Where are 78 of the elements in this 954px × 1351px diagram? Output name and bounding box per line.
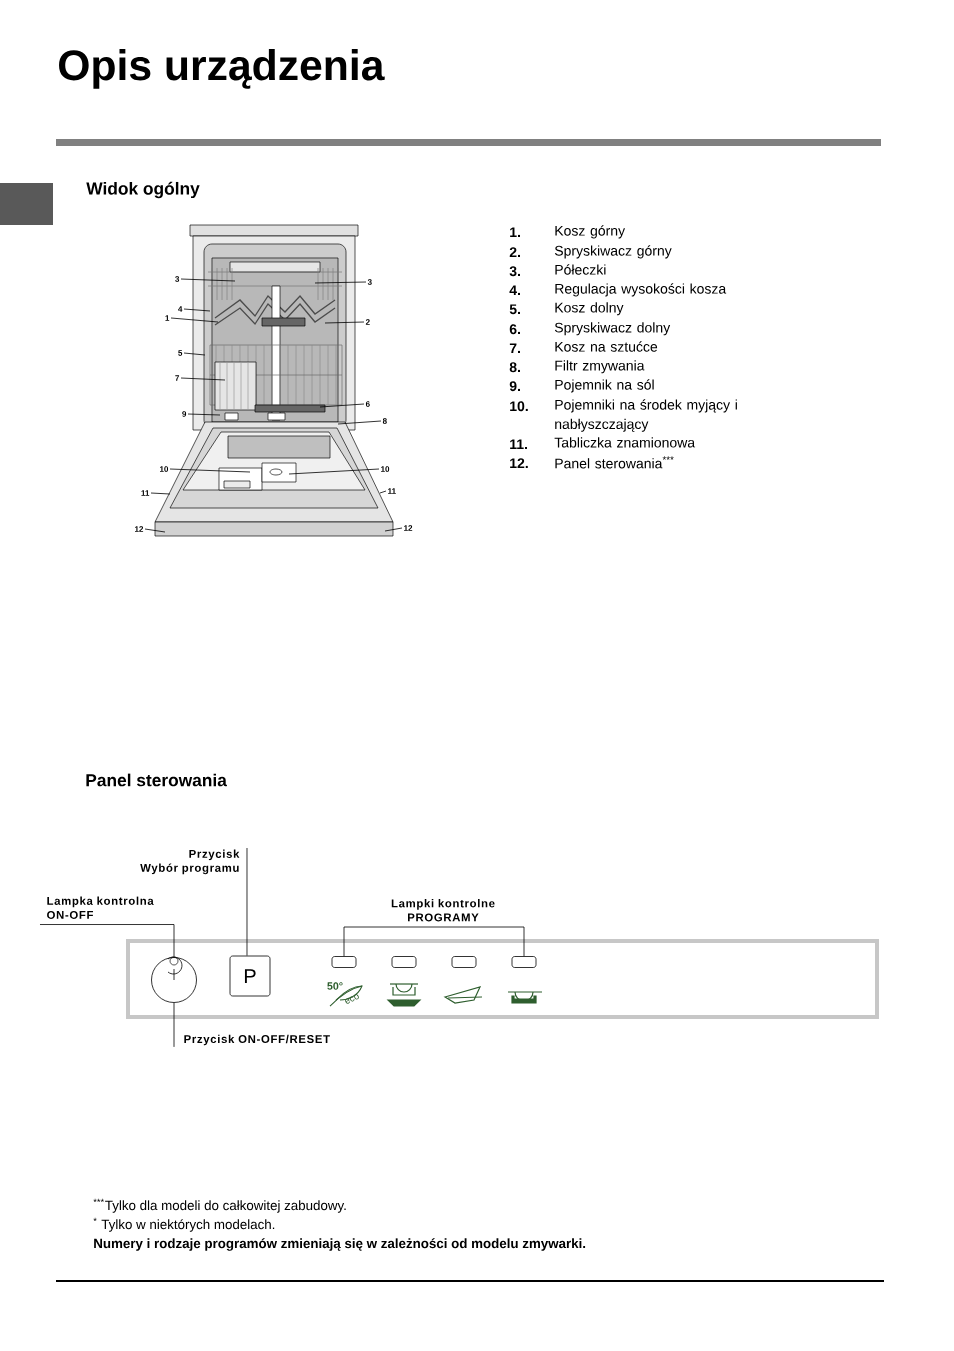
list-item-text: Pojemnik na sól: [555, 379, 654, 393]
leader-line: [173, 1002, 175, 1048]
list-item-text: Panel sterowania$^{***}$: [555, 456, 674, 469]
list-item-text: Tabliczka znamionowa: [554, 437, 696, 448]
callout-number: 9: [182, 411, 187, 417]
list-item-text: Spryskiwacz górny: [554, 245, 672, 259]
list-number: 2.: [509, 247, 520, 257]
list-item-text: Regulacja wysokości kosza: [555, 283, 727, 297]
footnote: $^{***}$Tylko dla modeli do całkowitej zabudowy.: [93, 1198, 346, 1213]
list-number: 12.: [510, 458, 528, 468]
list-item-text: Spryskiwacz dolny: [554, 322, 671, 336]
callout-number: 3: [367, 279, 372, 285]
footnote: $^{*}$ Tylko w niektórych modelach.: [93, 1217, 275, 1232]
leader-line: [39, 924, 175, 958]
leader-line: [180, 377, 226, 381]
leader-line: [343, 926, 444, 957]
panel-label: Lampka kontrolna ON-OFF: [47, 896, 154, 919]
callout-number: 10: [381, 466, 390, 472]
list-number: 4.: [509, 285, 520, 295]
callout-number: 5: [178, 350, 183, 356]
panel-label: Przycisk ON-OFF/RESET: [184, 1034, 330, 1046]
list-item-text: Kosz górny: [555, 225, 626, 239]
callout-number: 1: [165, 315, 170, 321]
leader-line: [187, 413, 221, 416]
leader-line: [150, 492, 171, 495]
list-number: 7.: [509, 343, 520, 353]
list-number: 9.: [509, 381, 520, 392]
indicator-lamp: [169, 956, 179, 966]
list-item-text: Kosz dolny: [555, 302, 624, 316]
callout-number: 10: [160, 466, 169, 472]
leader-line: [246, 847, 248, 956]
leader-line: [183, 352, 206, 356]
leader-line: [319, 403, 365, 408]
list-number: 1.: [510, 227, 520, 237]
program-button: P: [229, 955, 271, 997]
callout-number: 2: [365, 319, 370, 325]
leader-line: [324, 321, 365, 324]
list-number: 11.: [510, 439, 527, 449]
program-lamp: [511, 956, 537, 968]
callout-number: 12: [135, 526, 144, 532]
panel-label: Przycisk Wybór programu: [140, 849, 240, 875]
list-number: 8.: [509, 362, 520, 373]
leader-line: [379, 490, 387, 494]
list-number: 10.: [510, 401, 528, 412]
list-item-text: Półeczki: [555, 264, 606, 275]
callout-number: 6: [365, 401, 370, 407]
leader-line: [180, 278, 236, 282]
leader-line: [183, 308, 211, 312]
list-item-text: Filtr zmywania: [555, 360, 645, 374]
list-item-text: Pojemniki na środek myjący i nabłyszczający: [555, 399, 737, 432]
leader-line: [170, 317, 219, 323]
callout-number: 11: [388, 488, 396, 494]
callout-number: 12: [404, 525, 413, 531]
leader-line: [169, 468, 251, 473]
leader-line: [337, 420, 382, 425]
program-lamp: [451, 956, 477, 968]
leader-line: [314, 281, 367, 284]
list-number: 6.: [509, 324, 520, 335]
callout-number: 11: [141, 490, 150, 496]
title: Opis urządzenia: [59, 49, 385, 89]
callout-number: 8: [382, 418, 387, 424]
section-heading: Widok ogólny: [86, 181, 200, 199]
callout-number: 3: [175, 276, 180, 282]
program-lamp: [391, 956, 417, 968]
section-heading: Panel sterowania: [86, 773, 227, 787]
leader-line: [144, 528, 166, 533]
footnote: Numery i rodzaje programów zmieniają się w zależności od modelu zmywarki.: [94, 1238, 586, 1251]
leader-line: [442, 926, 525, 957]
program-lamp: [331, 956, 357, 968]
panel-label: Lampki kontrolne PROGRAMY: [391, 899, 495, 922]
callout-number: 4: [178, 306, 183, 312]
list-item-text: Kosz na sztućce: [555, 341, 658, 352]
callout-number: 7: [175, 375, 180, 381]
power-button: [151, 956, 197, 1003]
leader-line: [384, 527, 403, 532]
list-number: 3.: [509, 266, 520, 277]
leader-line: [288, 468, 380, 475]
list-number: 5.: [509, 304, 520, 315]
